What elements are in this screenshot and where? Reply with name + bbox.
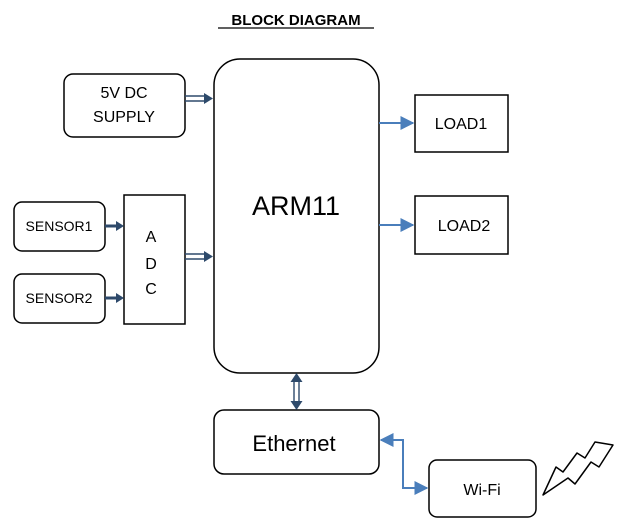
adc-label-c: C <box>145 281 157 298</box>
arm11-block: ARM11 <box>213 58 380 374</box>
wifi-block: Wi-Fi <box>428 459 537 518</box>
power-supply-block: 5V DC SUPPLY <box>63 73 186 138</box>
sensor2-block: SENSOR2 <box>13 273 106 324</box>
arrow-sensor1-to-adc <box>105 221 124 231</box>
wifi-label: Wi-Fi <box>463 482 500 499</box>
load1-block: LOAD1 <box>414 94 509 153</box>
sensor1-label: SENSOR1 <box>26 218 93 234</box>
adc-label-d: D <box>145 256 157 273</box>
lightning-bolt-icon <box>542 441 614 496</box>
sensor2-label: SENSOR2 <box>26 290 93 306</box>
ethernet-block: Ethernet <box>213 409 380 475</box>
arrow-arm-ethernet-bidirectional <box>290 373 303 410</box>
load2-block: LOAD2 <box>414 195 509 255</box>
adc-block: A D C <box>123 194 186 325</box>
power-supply-label-line1: 5V DC <box>100 85 147 102</box>
arrow-supply-to-arm <box>185 93 213 104</box>
load1-label: LOAD1 <box>435 116 488 133</box>
arrow-ethernet-wifi-bidirectional <box>379 433 429 495</box>
arm11-label: ARM11 <box>252 191 340 221</box>
adc-label-a: A <box>146 229 157 246</box>
diagram-title: BLOCK DIAGRAM <box>231 12 360 29</box>
sensor1-block: SENSOR1 <box>13 201 106 252</box>
arrow-sensor2-to-adc <box>105 293 124 303</box>
arrow-adc-to-arm <box>185 251 213 262</box>
power-supply-label-line2: SUPPLY <box>93 109 155 126</box>
load2-label: LOAD2 <box>438 218 491 235</box>
ethernet-label: Ethernet <box>252 431 335 456</box>
